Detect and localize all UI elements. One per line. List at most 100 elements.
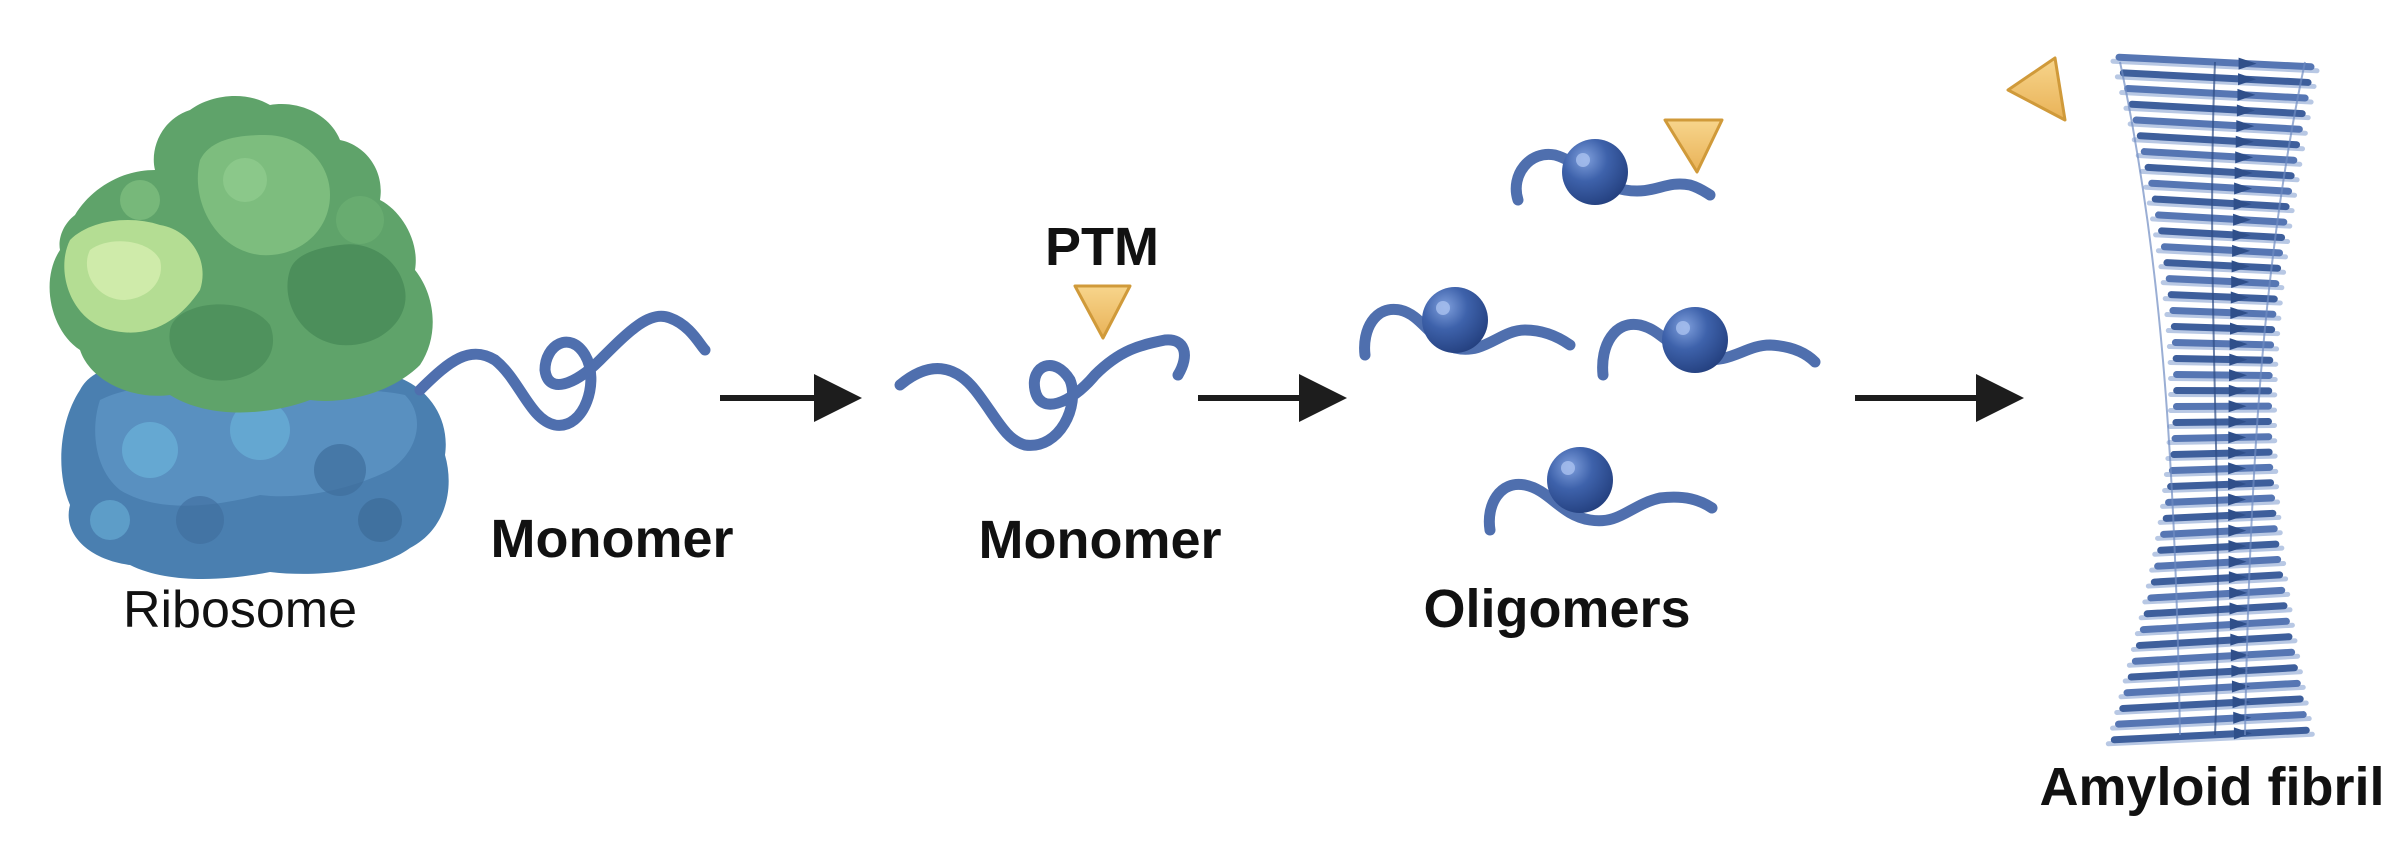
fibril-strand-head bbox=[2237, 88, 2256, 101]
fibril-strand-head bbox=[2231, 275, 2250, 288]
fibril-strand bbox=[2167, 291, 2278, 303]
fibril-strand-head bbox=[2234, 182, 2253, 195]
fibril-sheet-shadow bbox=[2165, 453, 2278, 461]
fibril-strand bbox=[2158, 227, 2286, 241]
fibril-sheet-shadow bbox=[2119, 90, 2314, 105]
fibril-strand bbox=[2173, 370, 2273, 380]
fibril-strand-head bbox=[2232, 244, 2251, 257]
fibril-strand-head bbox=[2228, 415, 2247, 428]
oligomer-4 bbox=[1483, 447, 1718, 536]
fibril-strand-head bbox=[2228, 462, 2247, 475]
fibril-sheet-shadow bbox=[2162, 296, 2283, 306]
fibril-strand bbox=[2165, 275, 2280, 288]
fibril-strand bbox=[2147, 586, 2286, 602]
fibril-strand bbox=[2119, 69, 2312, 86]
fibril-strand-head bbox=[2228, 400, 2247, 413]
oligomer-core bbox=[1662, 307, 1728, 373]
fibril-strand bbox=[2123, 679, 2301, 697]
fibril-strand-head bbox=[2229, 369, 2248, 382]
fibril-sheet-shadow bbox=[2130, 638, 2298, 652]
fibril-sheet-shadow bbox=[2160, 280, 2285, 291]
ptm-label: PTM bbox=[1045, 217, 1159, 277]
fibril-strand bbox=[2171, 433, 2273, 442]
fibril-strand-head bbox=[2228, 571, 2247, 584]
fibril-sheet-shadow bbox=[2162, 484, 2280, 493]
fibril-strand-head bbox=[2230, 291, 2249, 304]
monomer-with-ptm bbox=[894, 284, 1190, 451]
fibril-sheet-shadow bbox=[2160, 499, 2281, 509]
fibril-strand bbox=[2139, 617, 2290, 634]
fibril-strand-head bbox=[2236, 120, 2255, 133]
fibril-sheet-shadow bbox=[2131, 137, 2306, 152]
fibril-strand bbox=[2140, 148, 2298, 164]
fibril-strand-head bbox=[2228, 524, 2247, 537]
fibril-strand bbox=[2124, 85, 2309, 102]
fibril-strand bbox=[2131, 648, 2296, 665]
monomer-label-2: Monomer bbox=[979, 510, 1222, 570]
fibril-sheet-shadow bbox=[2155, 248, 2289, 260]
monomer-chain bbox=[894, 334, 1190, 451]
fibril-strand-head bbox=[2230, 649, 2249, 662]
fibril-strand-head bbox=[2234, 166, 2253, 179]
fibril-sheet-shadow bbox=[2123, 105, 2311, 121]
fibril-strand-head bbox=[2228, 477, 2247, 490]
fibril-strand bbox=[2148, 179, 2293, 195]
ptm-marker-icon bbox=[1663, 118, 1724, 174]
fibril-strand bbox=[2110, 726, 2310, 744]
fibril-strand-head bbox=[2228, 555, 2247, 568]
ptm-marker-icon bbox=[1073, 284, 1132, 340]
fibril-strand-head bbox=[2233, 727, 2252, 740]
oligomer-1 bbox=[1510, 118, 1724, 206]
fibril-sheet-shadow bbox=[2139, 168, 2300, 183]
fibril-sheet-shadow bbox=[2114, 74, 2317, 89]
fibril-strand bbox=[2155, 211, 2288, 226]
oligomer-core bbox=[1547, 447, 1613, 513]
oligomer-core bbox=[1422, 287, 1488, 353]
fibril-strand-head bbox=[2236, 104, 2255, 117]
oligomer-2 bbox=[1359, 287, 1576, 361]
fibril-sheet-shadow bbox=[2153, 232, 2291, 244]
fibril-sheet-shadow bbox=[2164, 312, 2282, 321]
fibril-strand bbox=[2143, 602, 2288, 618]
fibril-strand-head bbox=[2229, 353, 2248, 366]
fibril-sheet-shadow bbox=[2165, 328, 2281, 337]
ribosome-label: Ribosome bbox=[123, 581, 357, 639]
fibril-sheet-shadow bbox=[2143, 184, 2298, 198]
fibril-strand-head bbox=[2228, 509, 2247, 522]
fibril-strand-head bbox=[2228, 446, 2247, 459]
ptm-marker-icon bbox=[2006, 56, 2067, 122]
fibril-strand-head bbox=[2229, 338, 2248, 351]
fibril-strand-head bbox=[2228, 493, 2247, 506]
fibril-sheet-shadow bbox=[2135, 153, 2303, 167]
ribosome bbox=[49, 95, 711, 580]
fibril-strand bbox=[2160, 243, 2284, 257]
fibril-sheet-shadow bbox=[2142, 591, 2291, 605]
fibril-sheet-shadow bbox=[2134, 622, 2295, 637]
fibril-strand bbox=[2136, 132, 2301, 149]
oligomer-3 bbox=[1597, 307, 1821, 381]
fibril-strand bbox=[2128, 100, 2306, 118]
fibril-sheet-shadow bbox=[2167, 360, 2279, 367]
fibril-sheet-shadow bbox=[2168, 375, 2278, 383]
fibril-strand bbox=[2144, 163, 2295, 180]
fibril-strand bbox=[2162, 509, 2277, 522]
fibril-strand bbox=[2172, 417, 2273, 427]
fibril-strand bbox=[2167, 479, 2275, 490]
fibril-sheet-shadow bbox=[2105, 731, 2315, 747]
fibril-sheet-shadow bbox=[2118, 684, 2306, 700]
fibril-strand-head bbox=[2233, 198, 2252, 211]
fibril-strand-head bbox=[2232, 229, 2251, 242]
fibril-strand-head bbox=[2228, 384, 2247, 397]
fibril-strand-head bbox=[2229, 618, 2248, 631]
fibril-strand bbox=[2169, 307, 2277, 318]
fibril-axis bbox=[2211, 61, 2219, 736]
amyloid-fibril-label: Amyloid fibril bbox=[2039, 757, 2384, 817]
fibril-strand-head bbox=[2228, 431, 2247, 444]
fibril-sheet-shadow bbox=[2146, 200, 2295, 214]
fibril-strand-head bbox=[2229, 602, 2248, 615]
fibril-strands bbox=[2105, 53, 2320, 747]
fibril-strand bbox=[2135, 633, 2293, 649]
fibril-strand bbox=[2127, 664, 2298, 681]
fibril-axis bbox=[2119, 61, 2181, 736]
